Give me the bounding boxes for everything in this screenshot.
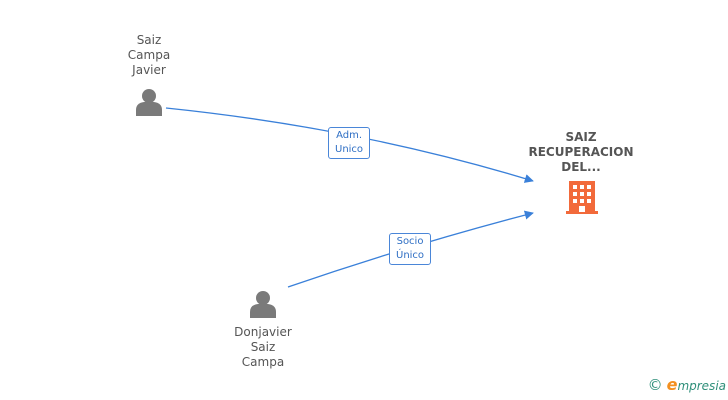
person-name-saiz-campa-javier[interactable]: Saiz Campa Javier (127, 33, 171, 77)
brand-name: mpresia (677, 379, 726, 393)
copyright-symbol: © (647, 376, 663, 394)
person-icon[interactable] (250, 291, 276, 318)
company-name[interactable]: SAIZ RECUPERACION DEL... (528, 130, 634, 174)
building-icon[interactable] (566, 181, 598, 214)
edge-label-socio-unico: Socio Único (389, 233, 432, 265)
empresia-logo: ©empresia (648, 375, 726, 394)
person-name-donjavier-saiz-campa[interactable]: Donjavier Saiz Campa (234, 325, 292, 369)
person-icon[interactable] (136, 89, 162, 116)
brand-e: e (666, 375, 678, 394)
edge-label-adm-unico: Adm. Unico (328, 127, 371, 159)
